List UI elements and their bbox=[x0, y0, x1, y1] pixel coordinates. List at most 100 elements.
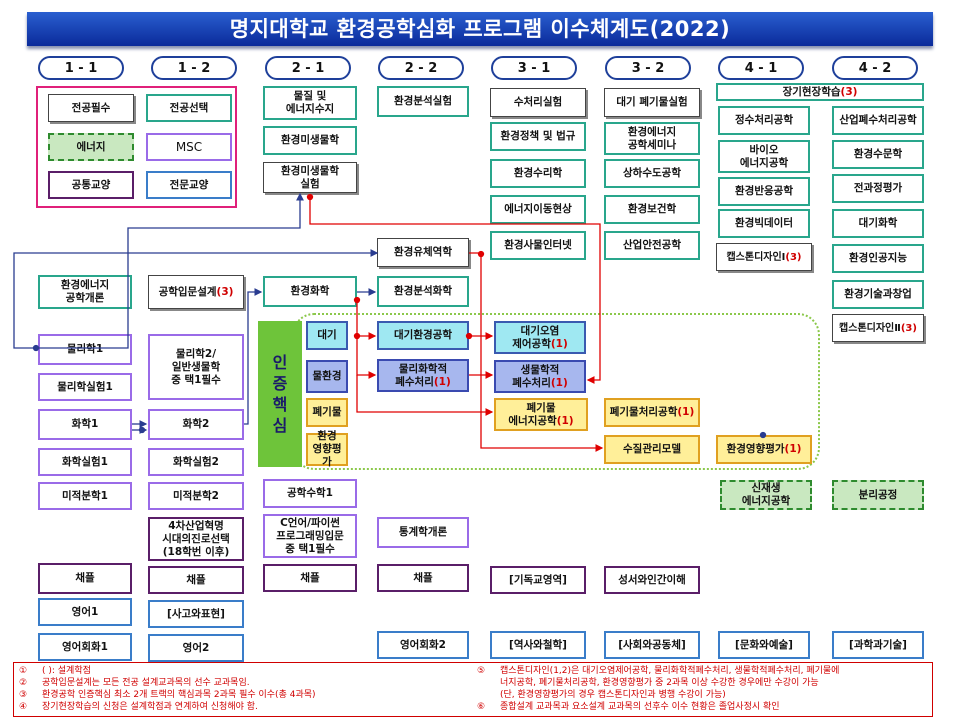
course-history-philosophy[interactable]: [역사와철학] bbox=[490, 631, 586, 659]
course-bio-wastewater[interactable]: 생물학적 폐수처리(1) bbox=[494, 360, 586, 393]
course-env-micro-lab[interactable]: 환경미생물학 실험 bbox=[263, 162, 357, 193]
course-chapel-1-2[interactable]: 채플 bbox=[148, 566, 244, 594]
course-eng-math1[interactable]: 공학수학1 bbox=[263, 479, 357, 508]
course-chemistry1[interactable]: 화학1 bbox=[38, 409, 132, 440]
course-material-energy-balance[interactable]: 물질 및 에너지수지 bbox=[263, 86, 357, 120]
design-credit: (1) bbox=[433, 375, 451, 388]
course-air-pollution-control[interactable]: 대기오염 제어공학(1) bbox=[494, 321, 586, 354]
course-thought-expression[interactable]: [사고와표현] bbox=[148, 600, 244, 628]
course-env-hydraulics[interactable]: 환경수리학 bbox=[490, 159, 586, 188]
course-env-health[interactable]: 환경보건학 bbox=[604, 195, 700, 224]
course-bible-human[interactable]: 성서와인간이해 bbox=[604, 566, 700, 594]
design-credit: (1) bbox=[784, 443, 802, 455]
course-english-conv2[interactable]: 영어회화2 bbox=[377, 631, 469, 659]
course-label: 장기현장학습 bbox=[782, 85, 841, 98]
legend-major-required: 전공필수 bbox=[48, 94, 134, 122]
design-credit: (3) bbox=[900, 322, 917, 334]
course-culture-art[interactable]: [문화와예술] bbox=[718, 631, 810, 659]
course-chem-lab2[interactable]: 화학실험2 bbox=[148, 448, 244, 476]
course-science-tech[interactable]: [과학과기술] bbox=[832, 631, 924, 659]
course-env-microbiology[interactable]: 환경미생물학 bbox=[263, 126, 357, 155]
course-label: 공학입문설계 bbox=[158, 285, 217, 298]
cert-core-label: 인 증 핵 심 bbox=[258, 321, 302, 467]
course-capstone1[interactable]: 캡스톤디자인Ⅰ(3) bbox=[716, 243, 812, 271]
course-society-community[interactable]: [사회와공동체] bbox=[604, 631, 700, 659]
course-chapel-2-1[interactable]: 채플 bbox=[263, 564, 357, 592]
note-text: 종합설계 교과목과 요소설계 교과목의 선후수 이수 현황은 졸업사정시 확인 bbox=[500, 702, 780, 712]
course-physics-lab1[interactable]: 물리학실험1 bbox=[38, 373, 132, 401]
course-air-waste-lab[interactable]: 대기 폐기물실험 bbox=[604, 88, 700, 117]
course-physics1[interactable]: 물리학1 bbox=[38, 334, 132, 365]
note-number: ⑤ bbox=[477, 666, 486, 676]
course-env-energy-intro[interactable]: 환경에너지 공학개론 bbox=[38, 275, 132, 309]
course-env-fluid-mechanics[interactable]: 환경유체역학 bbox=[377, 238, 469, 267]
arrow-to-micro-lab bbox=[36, 192, 304, 349]
course-air-env-eng[interactable]: 대기환경공학 bbox=[377, 321, 469, 350]
course-env-tech-startup[interactable]: 환경기술과창업 bbox=[832, 280, 924, 309]
course-env-policy-law[interactable]: 환경정책 및 법규 bbox=[490, 122, 586, 151]
course-life-cycle-assessment[interactable]: 전과정평가 bbox=[832, 174, 924, 203]
course-water-quality-model[interactable]: 수질관리모델 bbox=[604, 435, 700, 464]
course-env-analysis-lab[interactable]: 환경분석실험 bbox=[377, 86, 469, 117]
note-text: ( ): 설계학점 bbox=[42, 666, 91, 676]
course-capstone2[interactable]: 캡스톤디자인Ⅱ(3) bbox=[832, 314, 924, 342]
course-water-supply[interactable]: 상하수도공학 bbox=[604, 159, 700, 188]
course-env-impact-assessment[interactable]: 환경영향평가(1) bbox=[716, 435, 812, 464]
course-renewable-energy[interactable]: 신재생 에너지공학 bbox=[720, 480, 812, 510]
course-label: 대기오염 제어공학 bbox=[512, 324, 560, 350]
semester-header-1-1: 1 - 1 bbox=[38, 56, 124, 80]
arrow-fluid-to-water-model bbox=[469, 252, 604, 452]
course-statistics[interactable]: 통계학개론 bbox=[377, 517, 469, 548]
course-intro-design[interactable]: 공학입문설계(3) bbox=[148, 275, 244, 309]
course-c-python[interactable]: C언어/파이썬 프로그래밍입문 중 택1필수 bbox=[263, 514, 357, 558]
note-text: (단, 환경영향평가의 경우 캡스톤디자인과 병행 수강이 가능) bbox=[500, 690, 726, 700]
course-chemistry2[interactable]: 화학2 bbox=[148, 409, 244, 440]
course-industrial-safety[interactable]: 산업안전공학 bbox=[604, 231, 700, 260]
course-physics2-biology[interactable]: 물리학2/ 일반생물학 중 택1필수 bbox=[148, 334, 244, 400]
course-env-reaction[interactable]: 환경반응공학 bbox=[718, 177, 810, 206]
course-env-analysis-chem[interactable]: 환경분석화학 bbox=[377, 276, 469, 307]
arrow-to-waste-energy bbox=[356, 375, 494, 416]
course-env-ai[interactable]: 환경인공지능 bbox=[832, 244, 924, 273]
course-english1[interactable]: 영어1 bbox=[38, 598, 132, 626]
course-english-conv1[interactable]: 영어회화1 bbox=[38, 633, 132, 661]
course-chapel-1-1[interactable]: 채플 bbox=[38, 563, 132, 594]
course-separation-process[interactable]: 분리공정 bbox=[832, 480, 924, 510]
course-bio-energy[interactable]: 바이오 에너지공학 bbox=[718, 140, 810, 173]
course-env-hydrology[interactable]: 환경수문학 bbox=[832, 140, 924, 169]
course-energy-transport[interactable]: 에너지이동현상 bbox=[490, 195, 586, 224]
note-text: 공학입문설계는 모든 전공 설계교과목의 선수 교과목임. bbox=[42, 678, 250, 688]
design-credit: (3) bbox=[785, 251, 802, 263]
course-env-energy-seminar[interactable]: 환경에너지 공학세미나 bbox=[604, 122, 700, 155]
course-physchem-wastewater[interactable]: 물리화학적 폐수처리(1) bbox=[377, 359, 469, 392]
blue-arrows bbox=[13, 192, 767, 439]
page-title: 명지대학교 환경공학심화 프로그램 이수체계도(2022) bbox=[27, 12, 933, 46]
course-water-treatment-lab[interactable]: 수처리실험 bbox=[490, 88, 586, 117]
course-env-bigdata[interactable]: 환경빅데이터 bbox=[718, 209, 810, 238]
cert-core-char: 핵 bbox=[272, 395, 288, 414]
arrow-dot bbox=[477, 250, 485, 258]
course-env-iot[interactable]: 환경사물인터넷 bbox=[490, 231, 586, 260]
design-credit: (3) bbox=[216, 285, 234, 298]
legend-energy: 에너지 bbox=[48, 133, 134, 161]
course-4th-industry[interactable]: 4차산업혁명 시대의진로선택 (18학번 이후) bbox=[148, 517, 244, 561]
course-calculus2[interactable]: 미적분학2 bbox=[148, 482, 244, 510]
course-chem-lab1[interactable]: 화학실험1 bbox=[38, 448, 132, 476]
course-waste-treatment[interactable]: 폐기물처리공학(1) bbox=[604, 398, 700, 427]
note-number: ① bbox=[19, 666, 28, 676]
course-english2[interactable]: 영어2 bbox=[148, 634, 244, 662]
semester-header-4-2: 4 - 2 bbox=[832, 56, 918, 80]
course-christian[interactable]: [기독교영역] bbox=[490, 566, 586, 594]
course-calculus1[interactable]: 미적분학1 bbox=[38, 482, 132, 510]
category-legend-frame bbox=[36, 86, 237, 208]
arrow-microlab-to-bio bbox=[309, 195, 601, 384]
course-water-purification[interactable]: 정수처리공학 bbox=[718, 106, 810, 135]
course-long-term-field[interactable]: 장기현장학습(3) bbox=[716, 83, 924, 101]
semester-header-4-1: 4 - 1 bbox=[718, 56, 804, 80]
semester-header-2-2: 2 - 2 bbox=[378, 56, 464, 80]
course-waste-energy[interactable]: 폐기물 에너지공학(1) bbox=[494, 398, 588, 431]
course-industrial-wastewater[interactable]: 산업폐수처리공학 bbox=[832, 106, 924, 135]
course-atmospheric-chem[interactable]: 대기화학 bbox=[832, 209, 924, 238]
course-env-chemistry[interactable]: 환경화학 bbox=[263, 276, 357, 307]
course-chapel-2-2[interactable]: 채플 bbox=[377, 564, 469, 592]
